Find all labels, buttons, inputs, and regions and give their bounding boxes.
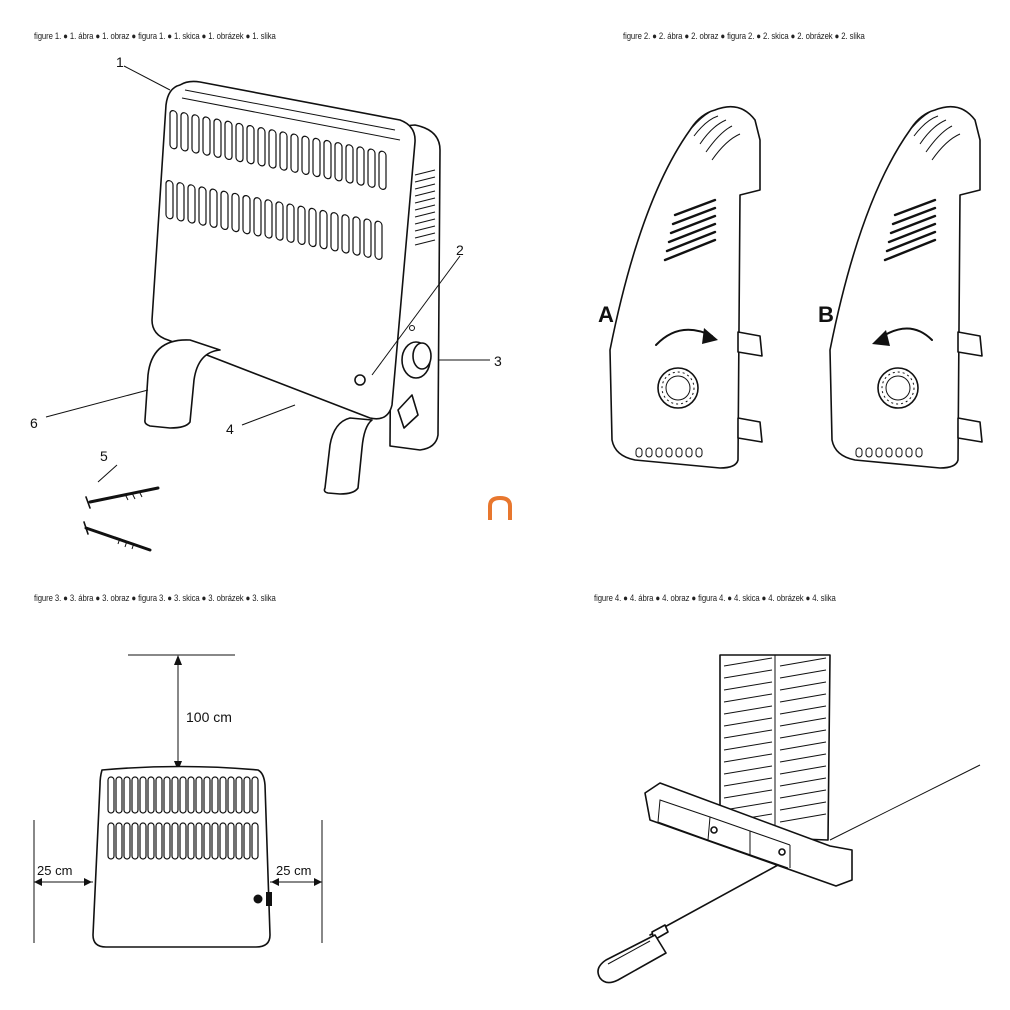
- front-vents: [107, 776, 259, 860]
- left-foot-icon: [144, 339, 221, 429]
- figure-1-caption: figure 1. ● 1. ábra ● 1. obraz ● figura …: [34, 31, 276, 41]
- figure-2-illustration: A B: [580, 100, 1000, 480]
- left-clearance-label: 25 cm: [37, 863, 72, 878]
- dial-icon: [657, 367, 699, 409]
- orange-arch-logo-icon: [480, 490, 520, 530]
- figure-2-caption: figure 2. ● 2. ábra ● 2. obraz ● figura …: [623, 31, 865, 41]
- unit-a-side-view: A: [598, 105, 763, 469]
- right-clearance-label: 25 cm: [276, 863, 311, 878]
- figure-3-caption: figure 3. ● 3. ábra ● 3. obraz ● figura …: [34, 593, 276, 603]
- callout-6: 6: [30, 415, 38, 431]
- screwdriver-icon: [597, 864, 779, 984]
- power-switch-icon: [397, 394, 419, 429]
- unit-b-side-view: B: [818, 105, 983, 469]
- bottom-vents-icon: [855, 447, 923, 458]
- callout-2: 2: [456, 242, 464, 258]
- top-grille-icon: [181, 89, 401, 141]
- dial-icon: [877, 367, 919, 409]
- bottom-vents-icon: [635, 447, 703, 458]
- front-vents: [165, 110, 387, 260]
- figure-4-caption: figure 4. ● 4. ábra ● 4. obraz ● figura …: [594, 593, 836, 603]
- indicator-lamp-icon: [253, 894, 263, 904]
- wall-screws-icon: [83, 486, 160, 552]
- top-clearance-label: 100 cm: [186, 709, 232, 725]
- callout-5: 5: [100, 448, 108, 464]
- label-a: A: [598, 302, 614, 327]
- figure-1-illustration: 1 2 3 4 5 6: [20, 50, 502, 560]
- indicator-lamp-icon: [354, 374, 366, 386]
- right-foot-icon: [323, 417, 373, 495]
- callout-4: 4: [226, 421, 234, 437]
- figure-3-illustration: 100 cm 25 cm 25 cm: [20, 645, 340, 975]
- side-vent-icon: [414, 169, 436, 246]
- vent-lines-icon: [883, 198, 937, 262]
- vent-lines-icon: [663, 198, 717, 262]
- callout-3: 3: [494, 353, 502, 369]
- power-switch-icon: [266, 892, 272, 906]
- label-b: B: [818, 302, 834, 327]
- callout-1: 1: [116, 54, 124, 70]
- thermostat-knob-icon: [401, 325, 432, 379]
- figure-4-illustration: [590, 650, 1000, 1000]
- panel-louvers-icon: [723, 657, 827, 823]
